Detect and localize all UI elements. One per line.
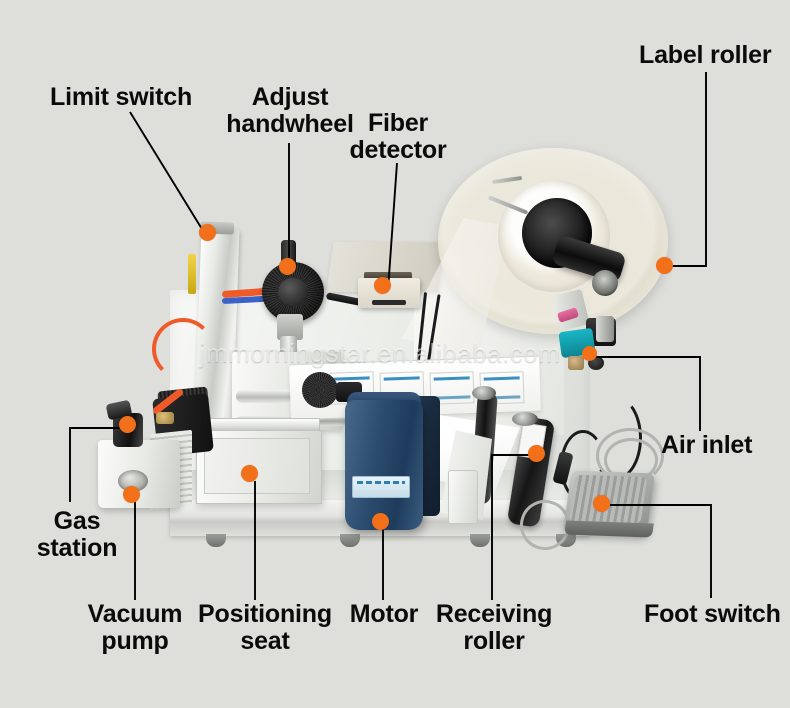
marker-limit-switch xyxy=(199,224,216,241)
callout-fiber-detector: Fiber detector xyxy=(349,109,447,164)
limit-switch-sensor xyxy=(188,254,196,294)
marker-vacuum-pump xyxy=(123,486,140,503)
callout-vacuum-pump: Vacuum pump xyxy=(87,600,183,655)
detector-slot xyxy=(372,300,406,305)
receiving-roller-end xyxy=(512,412,538,426)
base-foot xyxy=(206,534,226,547)
base-foot xyxy=(340,534,360,547)
air-inlet-nipple xyxy=(568,356,584,370)
marker-adjust-handwheel xyxy=(279,258,296,275)
callout-gas-station: Gas station xyxy=(36,507,118,562)
positioning-seat-surface xyxy=(204,438,310,494)
air-inlet-bowl xyxy=(596,316,614,342)
drive-motor-body xyxy=(345,400,423,530)
marker-foot-switch xyxy=(593,495,610,512)
marker-label-roller xyxy=(656,257,673,274)
marker-motor xyxy=(372,513,389,530)
marker-air-inlet xyxy=(582,346,597,361)
air-hose xyxy=(152,318,214,380)
callout-air-inlet: Air inlet xyxy=(661,431,753,459)
marker-receiving-roller xyxy=(528,445,545,462)
brass-fitting xyxy=(156,412,174,424)
base-foot xyxy=(556,534,576,547)
base-foot xyxy=(470,534,490,547)
tension-bracket xyxy=(448,470,478,524)
handwheel-collar xyxy=(277,314,303,340)
callout-label-roller: Label roller xyxy=(639,41,772,69)
callout-foot-switch: Foot switch xyxy=(644,600,781,628)
marker-positioning-seat xyxy=(241,465,258,482)
guide-roller-end xyxy=(472,386,496,400)
callout-positioning-seat: Positioning seat xyxy=(198,600,332,655)
vacuum-pump-port xyxy=(118,470,148,492)
callout-receiving-roller: Receiving roller xyxy=(435,600,553,655)
handwheel-hub xyxy=(278,278,308,306)
feed-knob xyxy=(302,372,338,408)
callout-adjust-handwheel: Adjust handwheel xyxy=(226,83,354,138)
marker-gas-station xyxy=(119,416,136,433)
callout-limit-switch: Limit switch xyxy=(50,83,193,111)
callout-motor: Motor xyxy=(349,600,419,628)
marker-fiber-detector xyxy=(374,277,391,294)
motor-nameplate xyxy=(352,476,410,498)
